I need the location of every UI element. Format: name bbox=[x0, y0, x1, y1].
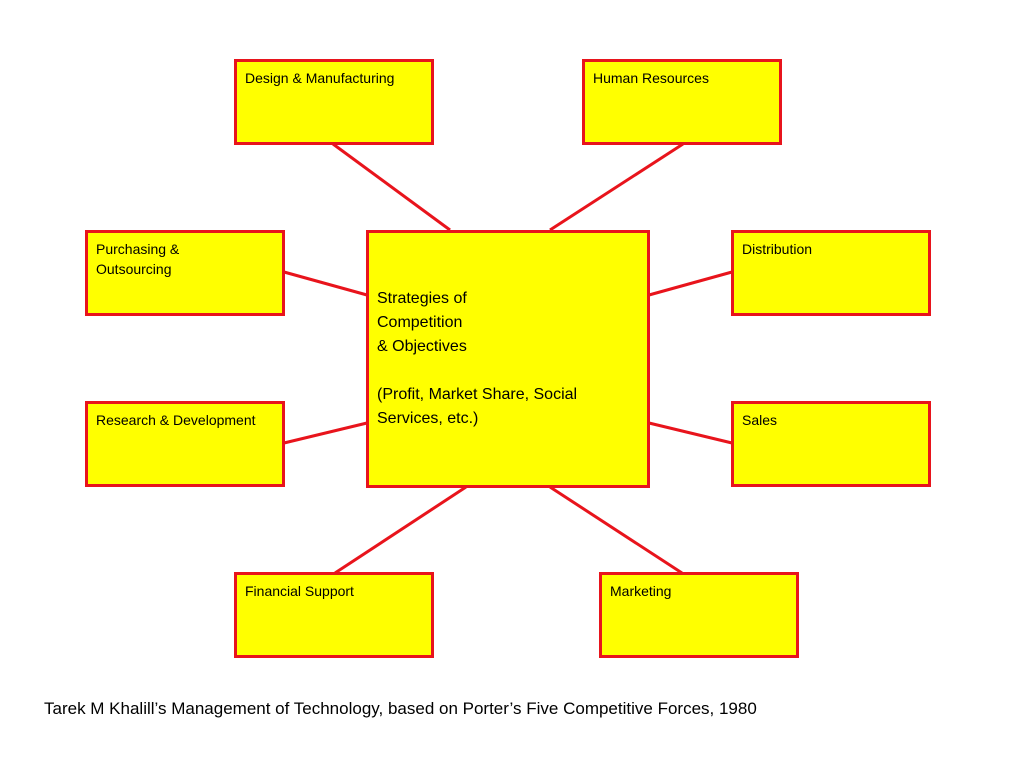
node-research-development: Research & Development bbox=[85, 401, 285, 487]
center-line-6: Services, etc.) bbox=[377, 410, 479, 427]
connector-human-resources bbox=[549, 142, 684, 232]
connector-marketing bbox=[549, 485, 683, 575]
node-research-development-label: Research & Development bbox=[96, 412, 256, 428]
node-human-resources: Human Resources bbox=[582, 59, 782, 145]
node-purchasing-outsourcing-label-line2: Outsourcing bbox=[96, 261, 172, 277]
node-design-manufacturing: Design & Manufacturing bbox=[234, 59, 434, 145]
node-purchasing-outsourcing: Purchasing & Outsourcing bbox=[85, 230, 285, 316]
node-design-manufacturing-label: Design & Manufacturing bbox=[245, 70, 395, 86]
center-line-5: (Profit, Market Share, Social bbox=[377, 386, 578, 403]
connector-design-manufacturing bbox=[332, 142, 451, 232]
connector-financial-support bbox=[334, 485, 467, 575]
node-distribution: Distribution bbox=[731, 230, 931, 316]
center-line-2: Competition bbox=[377, 314, 463, 331]
node-marketing: Marketing bbox=[599, 572, 799, 658]
center-line-4: ​ bbox=[377, 359, 639, 383]
connector-sales bbox=[648, 421, 733, 445]
node-financial-support-label: Financial Support bbox=[245, 583, 354, 599]
connector-purchasing-outsourcing bbox=[283, 270, 368, 297]
node-purchasing-outsourcing-label-line1: Purchasing & bbox=[96, 241, 180, 257]
connector-research-development bbox=[283, 421, 368, 445]
node-human-resources-label: Human Resources bbox=[593, 70, 709, 86]
connector-distribution bbox=[648, 270, 733, 297]
center-line-1: Strategies of bbox=[377, 290, 467, 307]
node-financial-support: Financial Support bbox=[234, 572, 434, 658]
citation-caption: Tarek M Khalill’s Management of Technolo… bbox=[44, 699, 757, 718]
center-line-3: & Objectives bbox=[377, 338, 467, 355]
node-sales-label: Sales bbox=[742, 412, 778, 428]
node-sales: Sales bbox=[731, 401, 931, 487]
node-marketing-label: Marketing bbox=[610, 583, 672, 599]
node-strategies-center: Strategies of Competition & Objectives ​… bbox=[366, 230, 650, 488]
node-distribution-label: Distribution bbox=[742, 241, 813, 257]
